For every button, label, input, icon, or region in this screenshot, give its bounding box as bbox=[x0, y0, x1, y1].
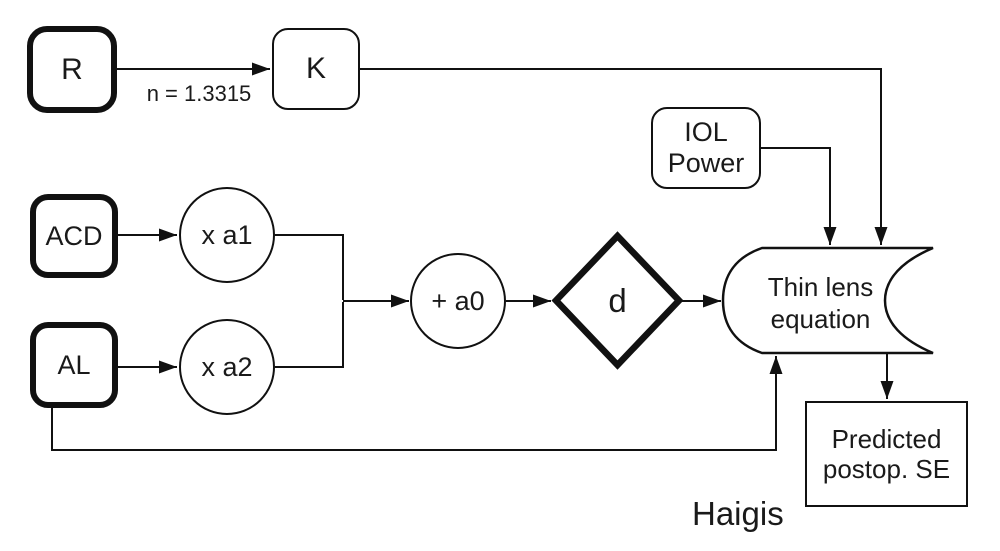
node-thin-lens-line2: equation bbox=[770, 304, 871, 334]
d-diamond-shape bbox=[551, 231, 684, 370]
edge-k-to-thin-lens bbox=[360, 68, 888, 245]
node-iol-power-line2: Power bbox=[667, 148, 745, 178]
node-predicted-se: Predicted postop. SE bbox=[805, 401, 968, 507]
node-d-label: d bbox=[608, 282, 627, 319]
node-iol-power: IOL Power bbox=[651, 107, 761, 189]
edge-iol-to-thin-lens bbox=[761, 147, 837, 245]
node-r: R bbox=[27, 26, 117, 113]
node-thin-lens-label: Thin lens equation bbox=[733, 272, 908, 334]
node-iol-power-line1: IOL bbox=[684, 117, 728, 147]
refractive-index-label: n = 1.3315 bbox=[146, 81, 252, 106]
node-xa2-label: x a2 bbox=[201, 351, 253, 382]
diagram-caption: Haigis bbox=[692, 495, 784, 532]
edge-xa2-to-merge bbox=[275, 302, 344, 368]
edge-xa1-to-merge bbox=[275, 234, 344, 300]
node-k: K bbox=[272, 28, 360, 110]
node-r-label: R bbox=[61, 52, 83, 86]
node-acd-label: ACD bbox=[45, 220, 103, 251]
node-al: AL bbox=[30, 322, 118, 408]
thin-lens-shape bbox=[721, 246, 934, 355]
node-xa1: x a1 bbox=[179, 187, 275, 283]
node-xa1-label: x a1 bbox=[201, 219, 253, 250]
node-k-label: K bbox=[305, 52, 326, 85]
node-a0-label: + a0 bbox=[431, 285, 485, 316]
node-acd: ACD bbox=[30, 194, 118, 278]
node-al-label: AL bbox=[57, 349, 91, 380]
node-a0: + a0 bbox=[410, 253, 506, 349]
node-xa2: x a2 bbox=[179, 319, 275, 415]
node-predicted-line1: Predicted bbox=[831, 424, 942, 454]
node-thin-lens-line1: Thin lens bbox=[767, 272, 874, 302]
node-predicted-line2: postop. SE bbox=[822, 454, 951, 484]
edge-al-to-thin-lens bbox=[51, 356, 783, 451]
